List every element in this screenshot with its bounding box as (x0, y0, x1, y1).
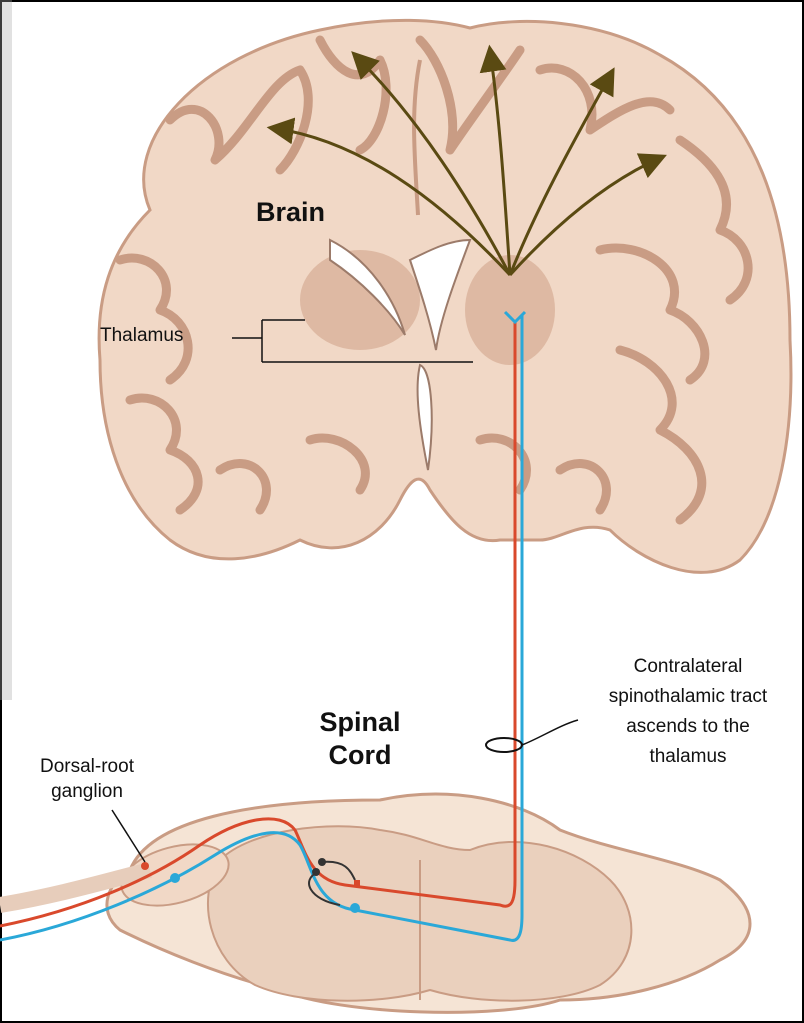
tract-marker (486, 738, 522, 752)
drg-label-line1: Dorsal-root (12, 754, 162, 779)
brain-coronal-section (99, 20, 791, 572)
tract-label-line4: thalamus (580, 742, 796, 772)
left-edge-shadow (0, 0, 12, 700)
drg-label: Dorsal-root ganglion (12, 754, 162, 804)
tract-label: Contralateral spinothalamic tract ascend… (580, 652, 796, 772)
ganglion-cell-body-red (141, 862, 149, 870)
projection-neuron-soma-red (354, 880, 360, 886)
tract-label-line2: spinothalamic tract (580, 682, 796, 712)
projection-neuron-soma (350, 903, 360, 913)
spinal-cord-section (0, 794, 750, 1012)
thalamus-label: Thalamus (100, 325, 183, 347)
spinal-cord-label-line1: Spinal (300, 706, 420, 739)
brain-label: Brain (256, 197, 325, 228)
tract-label-line1: Contralateral (580, 652, 796, 682)
ganglion-cell-body-blue (170, 873, 180, 883)
interneuron-soma (318, 858, 326, 866)
spinal-cord-label-line2: Cord (300, 739, 420, 772)
interneuron-soma (312, 868, 320, 876)
drg-label-line2: ganglion (12, 779, 162, 804)
spinal-cord-label: Spinal Cord (300, 706, 420, 772)
drg-leader-line (112, 810, 145, 862)
tract-label-line3: ascends to the (580, 712, 796, 742)
tract-leader-line (522, 720, 578, 745)
